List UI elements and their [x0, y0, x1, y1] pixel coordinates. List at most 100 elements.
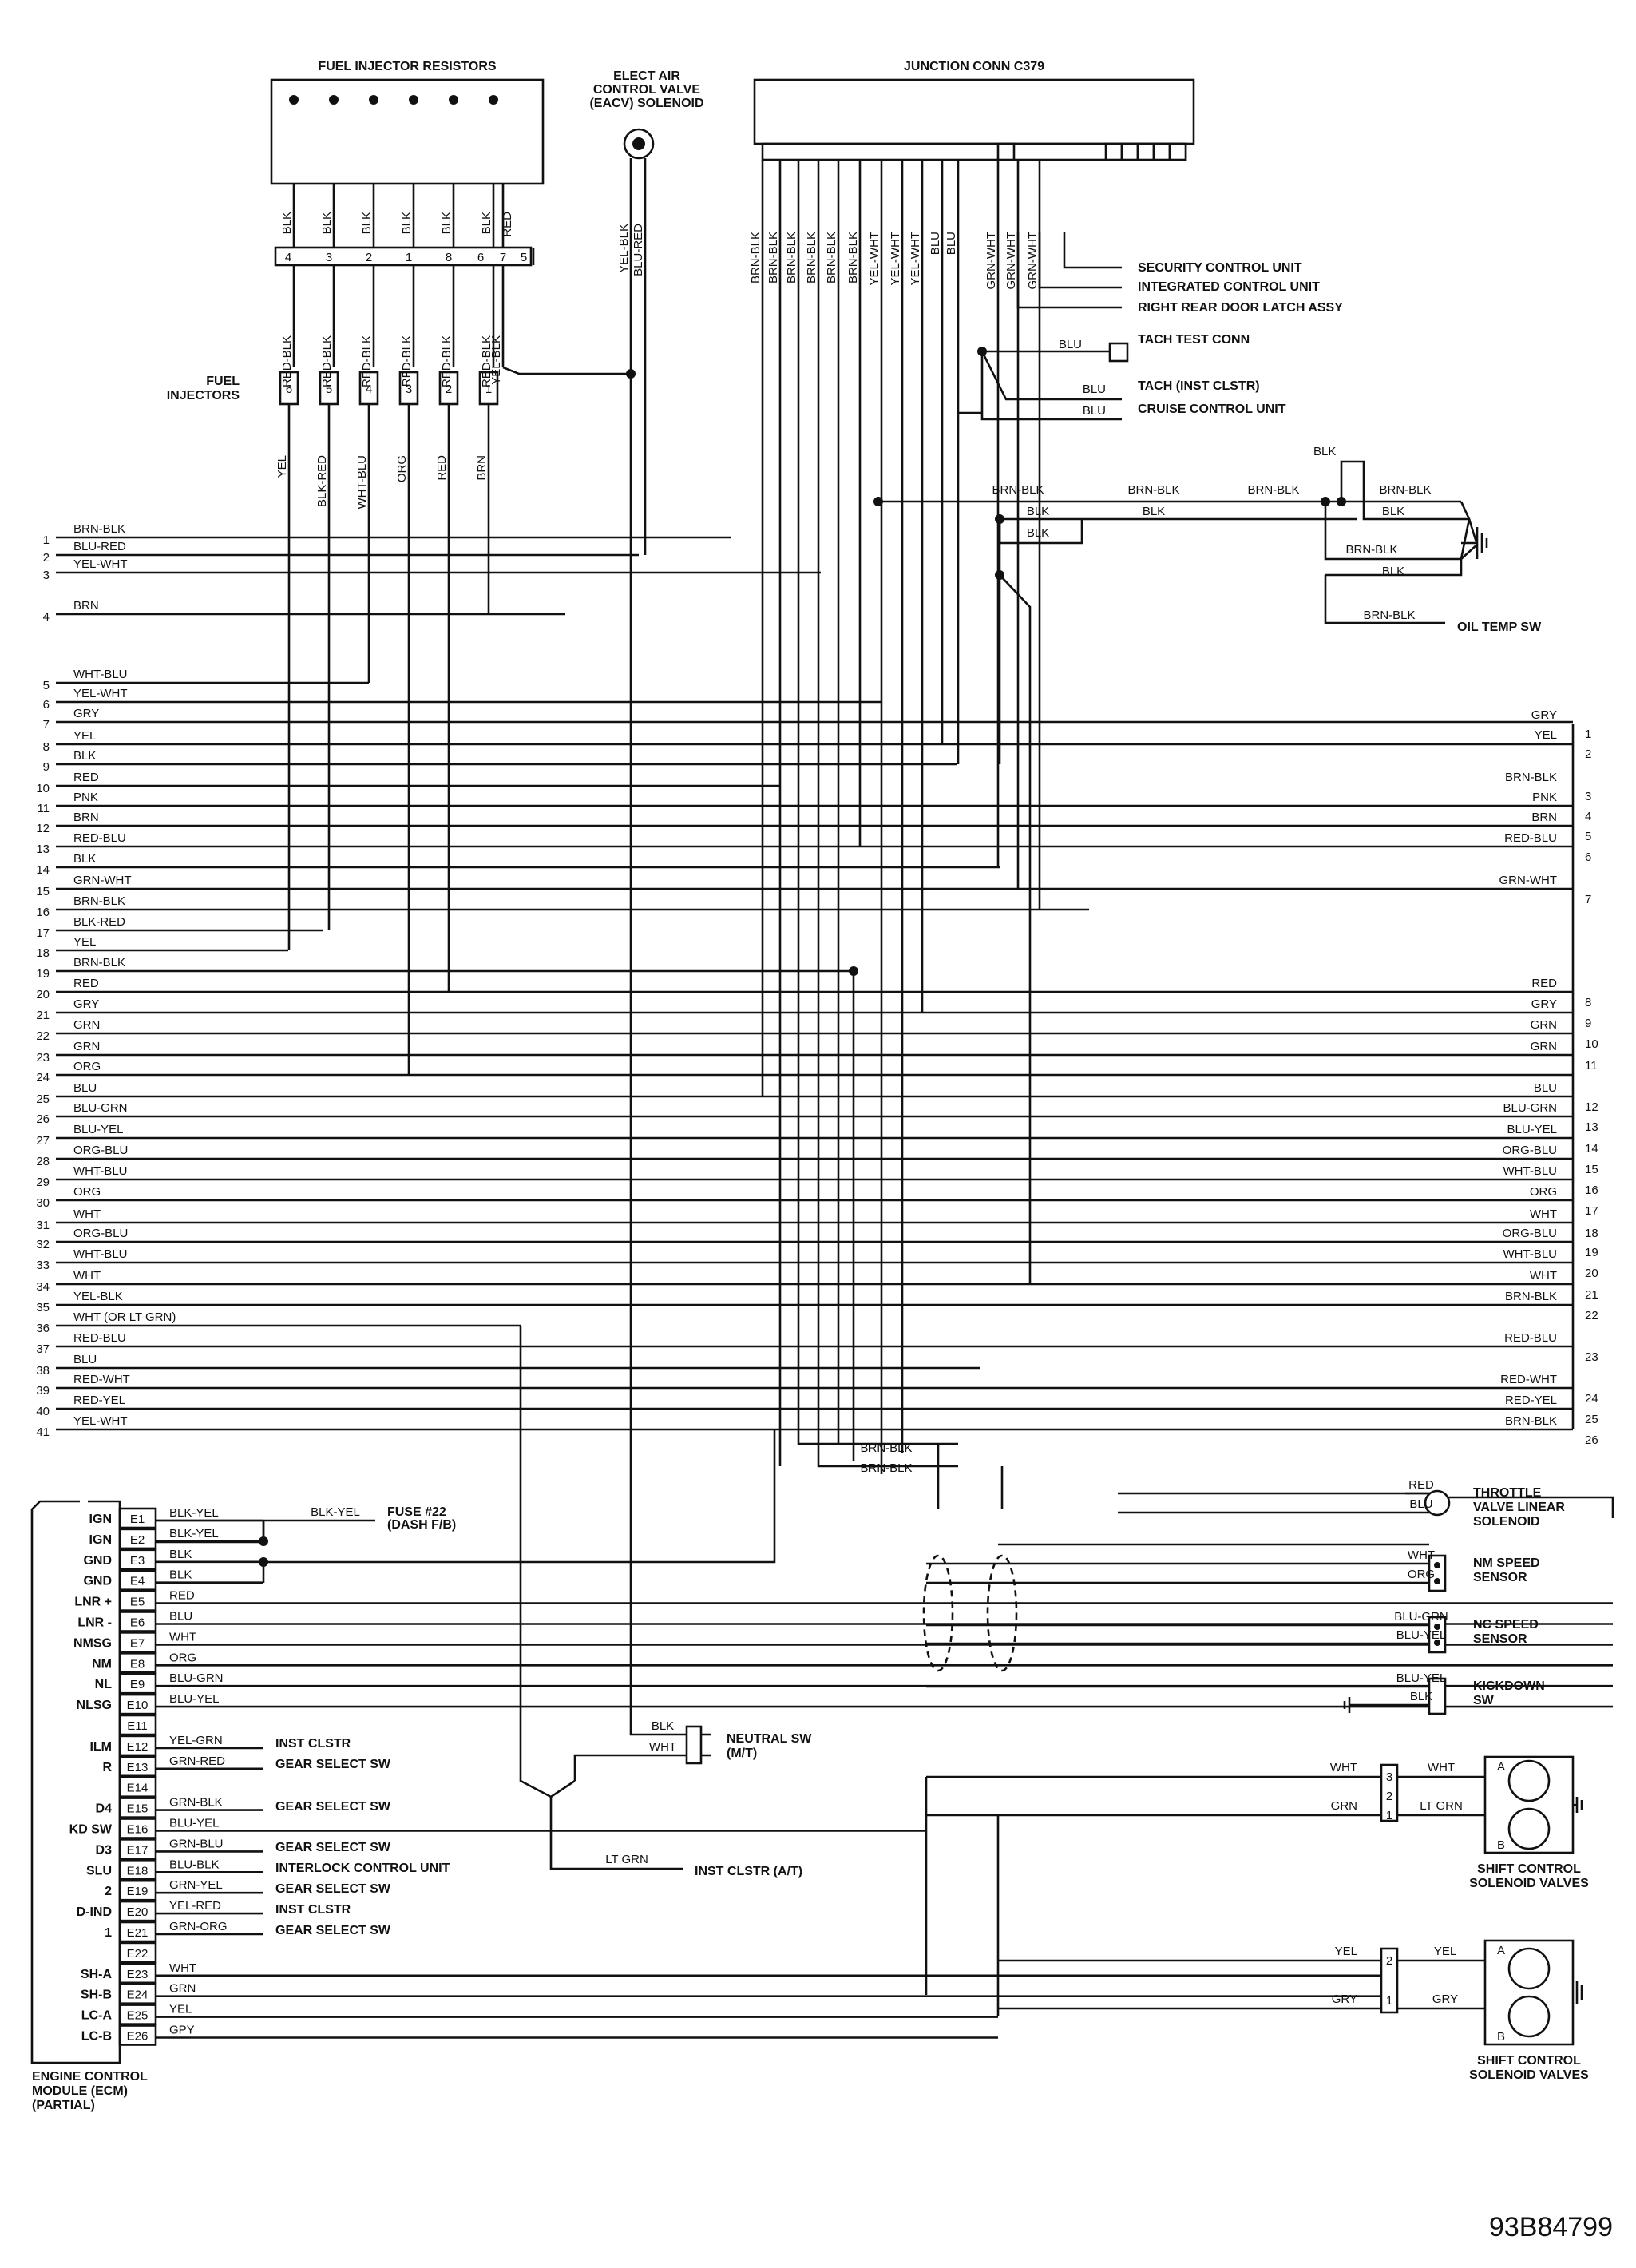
injector-number: 1 [485, 383, 492, 396]
wire-to-latch [1016, 232, 1122, 309]
right-wire-color: GRY [1531, 997, 1557, 1011]
left-pin-number: 40 [36, 1405, 50, 1418]
resistors-title: FUEL INJECTOR RESISTORS [318, 60, 496, 73]
left-wire-color: BRN [73, 811, 99, 824]
left-wire-color: RED-WHT [73, 1373, 130, 1386]
shift1-valve-b [1507, 1807, 1551, 1850]
ecm-pin-name: KD SW [69, 1823, 113, 1837]
connector-pin: 2 [366, 251, 372, 264]
connector-wire-color: RED-BLK [320, 335, 334, 387]
ground-wire-color: BRN-BLK [1345, 543, 1397, 557]
left-wire-color: RED [73, 977, 99, 990]
left-pin-number: 8 [43, 740, 50, 754]
shift1-connector [1380, 1763, 1399, 1822]
shift2-pin: 2 [1386, 1954, 1392, 1968]
component-label: THROTTLE [1473, 1486, 1542, 1500]
ecm-pin-box [118, 1569, 157, 1591]
left-pin-number: 31 [36, 1219, 50, 1232]
junction-wire-color: BRN-BLK [805, 232, 818, 284]
left-wire-color: RED-YEL [73, 1394, 125, 1407]
left-pin-number: 19 [36, 967, 50, 981]
ecm-pin-id: E25 [127, 2009, 149, 2023]
right-pin-number: 17 [1585, 1204, 1598, 1218]
ecm-pin-id: E1 [130, 1513, 145, 1526]
shift1-label: SHIFT CONTROL [1477, 1862, 1581, 1876]
left-pin-number: 16 [36, 906, 50, 919]
ground-wire-color: BRN-BLK [1247, 483, 1299, 497]
left-pin-number: 24 [36, 1071, 50, 1084]
shield-nm [922, 1554, 954, 1672]
right-wire-color: RED [1531, 977, 1557, 990]
component-wire: BLU [1409, 1497, 1432, 1511]
ecm-pin-id: E12 [127, 1740, 149, 1754]
injector-wire-color: BLK-RED [315, 455, 329, 507]
left-wire-color: GRY [73, 707, 99, 720]
ecm-pin-box [118, 1735, 157, 1757]
junction-dot [259, 1557, 268, 1567]
blk-down [999, 574, 1032, 1284]
ecm-pin-box [118, 1548, 157, 1571]
injector-number: 6 [286, 383, 292, 396]
resistor-top-dot [329, 95, 339, 105]
right-wire-color: BLU [1534, 1081, 1557, 1095]
pin [1434, 1640, 1440, 1646]
left-pin-number: 21 [36, 1009, 50, 1022]
right-unit-label: TACH (INST CLSTR) [1138, 379, 1260, 393]
shield-nc [986, 1554, 1018, 1672]
unit-wire-color: BLU [1083, 383, 1106, 396]
ecm-wire-color: RED [169, 1589, 195, 1603]
blk-lower [1325, 559, 1463, 577]
right-wire-color: GRN-WHT [1499, 874, 1557, 887]
ecm-pin-id: E18 [127, 1864, 149, 1877]
shift2-wire: YEL [1335, 1945, 1357, 1958]
left-pin-number: 28 [36, 1155, 50, 1168]
left-wire-color: RED-BLU [73, 1331, 126, 1345]
right-wire-color: WHT-BLU [1503, 1164, 1558, 1178]
ecm-pin-id: E8 [130, 1657, 145, 1671]
fuel-injector-5 [319, 371, 339, 406]
inst-at-wire: LT GRN [605, 1853, 648, 1866]
ecm-pin-id: E9 [130, 1678, 145, 1691]
ecm-pin-box [118, 1611, 157, 1632]
right-unit-label: SECURITY CONTROL UNIT [1138, 261, 1302, 275]
connector-pin: 1 [406, 251, 412, 264]
ecm-wire-color: BLU-BLK [169, 1858, 220, 1871]
ecm-pin-name: 1 [105, 1926, 112, 1940]
ecm-pin-box [118, 1776, 157, 1798]
left-pin-number: 30 [36, 1196, 50, 1210]
ecm-dest-label: GEAR SELECT SW [275, 1841, 391, 1854]
component-wire: BLU-GRN [1394, 1610, 1448, 1624]
ecm-pin-name: 2 [105, 1885, 112, 1898]
blocked-cavity [996, 142, 1016, 161]
ecm-pin-name: D4 [96, 1802, 113, 1816]
left-pin-number: 33 [36, 1259, 50, 1272]
ecm-pin-box [118, 1632, 157, 1653]
ecm-pin-id: E15 [127, 1802, 149, 1816]
ground-wire-color: BRN-BLK [1127, 483, 1179, 497]
shift1-label: SOLENOID VALVES [1469, 1877, 1589, 1890]
right-pin-number: 16 [1585, 1184, 1598, 1197]
tach-wire [980, 351, 1122, 401]
junction-dot [259, 1536, 268, 1546]
left-wire-color: BLU [73, 1353, 97, 1366]
right-pin-number: 7 [1585, 893, 1591, 906]
junction-wire-color: BRN-BLK [749, 232, 763, 284]
injector-number: 4 [366, 383, 372, 396]
ecm-pin-name: IGN [89, 1513, 112, 1526]
component-label: NM SPEED [1473, 1556, 1540, 1570]
eacv-title: (EACV) SOLENOID [589, 97, 703, 110]
left-pin-number: 5 [43, 679, 50, 692]
ground-wire-color: BRN-BLK [1379, 483, 1431, 497]
ecm-pin-box [118, 2004, 157, 2025]
left-wire-color: YEL [73, 935, 96, 949]
neutral-label: (M/T) [727, 1747, 757, 1760]
component-label: SENSOR [1473, 1571, 1527, 1584]
pin [1434, 1624, 1440, 1630]
left-pin-number: 22 [36, 1029, 50, 1043]
left-pin-number: 20 [36, 988, 50, 1001]
connector-pin: 5 [521, 251, 527, 264]
blk-top-wire [1340, 460, 1472, 521]
component-label: VALVE LINEAR [1473, 1501, 1565, 1514]
ecm-label: MODULE (ECM) [32, 2084, 128, 2098]
right-pin-number: 6 [1585, 850, 1591, 864]
